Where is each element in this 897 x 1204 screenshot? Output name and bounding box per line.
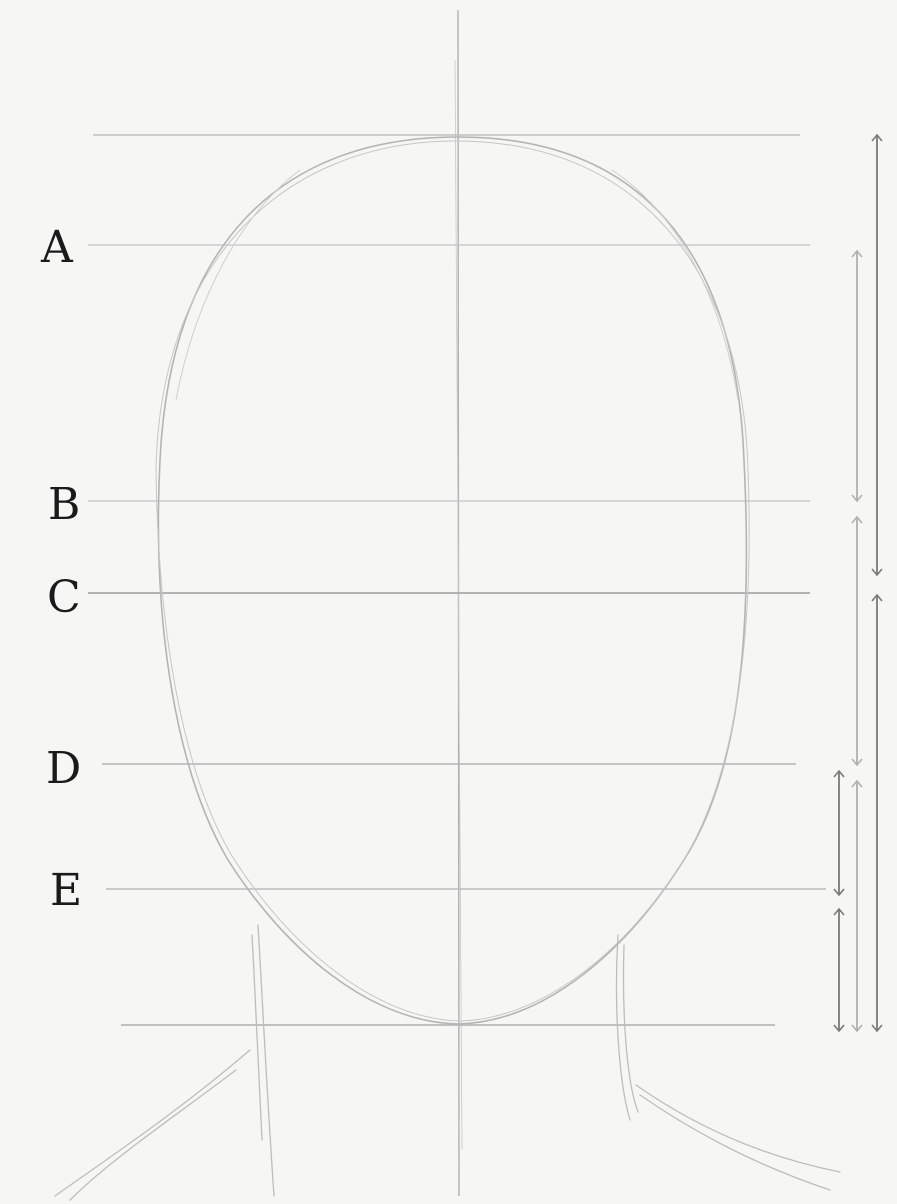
label-b: B: [48, 479, 80, 530]
label-a: A: [40, 222, 74, 273]
label-d: D: [46, 743, 81, 794]
label-e: E: [50, 865, 82, 916]
label-c: C: [47, 572, 81, 623]
